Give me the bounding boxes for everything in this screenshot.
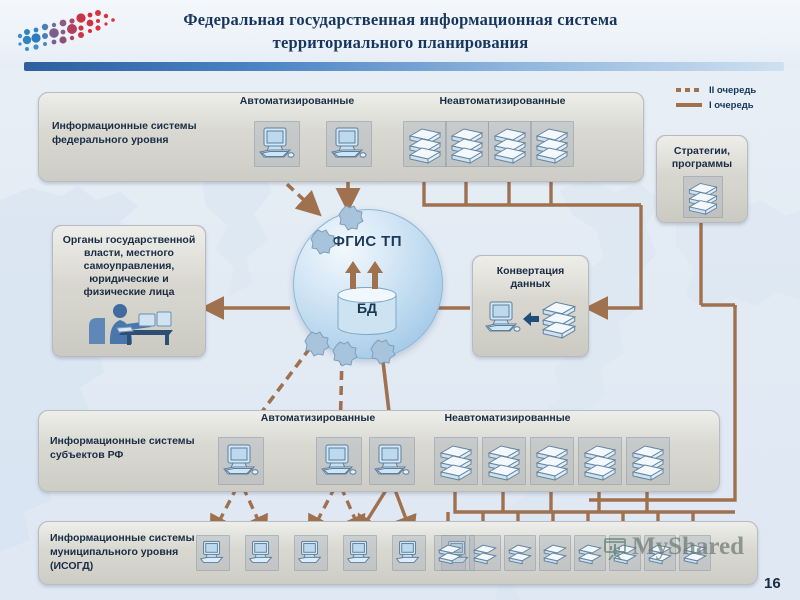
icon-tile-documents[interactable] [488, 121, 532, 167]
icon-tile-documents[interactable] [504, 535, 536, 571]
desktop-computer-icon [331, 127, 367, 158]
russia-map-dots-logo [17, 10, 115, 51]
icon-tile-documents[interactable] [530, 437, 574, 485]
sphere-connector-nodes [304, 205, 396, 367]
icon-tile-computer[interactable] [369, 437, 415, 485]
desktop-computer-icon [485, 301, 521, 332]
desktop-computer-icon [321, 444, 357, 475]
desktop-computer-icon [199, 540, 224, 563]
column-title-federal-nonautomated: Неавтоматизированные [439, 95, 566, 107]
icon-tile-documents[interactable] [445, 121, 489, 167]
document-stack-icon [472, 544, 498, 565]
card-strategies-title: Стратегии, программы [671, 145, 733, 170]
icon-tile-documents[interactable] [403, 121, 447, 167]
icon-tile-documents[interactable] [574, 535, 606, 571]
card-government-authorities[interactable]: Органы государственной власти, местного … [52, 225, 206, 357]
page-title-line1: Федеральная государственная информационн… [183, 10, 618, 29]
desktop-computer-icon [346, 540, 371, 563]
fgis-tp-title: ФГИС ТП [332, 233, 402, 250]
icon-tile-computer[interactable] [254, 121, 300, 167]
document-stack-icon [541, 301, 577, 339]
page-title: Федеральная государственная информационн… [128, 8, 673, 54]
database-upload-arrows-icon [345, 261, 383, 289]
document-stack-icon [542, 544, 568, 565]
document-stack-icon [487, 445, 521, 481]
document-stack-icon [439, 445, 473, 481]
column-title-federal-automated: Автоматизированные [239, 95, 355, 107]
desktop-computer-icon [395, 540, 420, 563]
document-stack-icon [583, 445, 617, 481]
page-title-line2: территориального планирования [272, 33, 529, 52]
panel-regional-label: Информационные системы субъектов РФ [50, 435, 195, 461]
watermark: MyShared [602, 533, 744, 561]
arrow-left-icon [523, 312, 539, 326]
database-label: БД [356, 300, 378, 316]
dashed-line-swatch-icon [676, 88, 702, 92]
desktop-computer-icon [297, 540, 322, 563]
document-stack-icon [408, 128, 442, 164]
document-stack-icon [535, 128, 569, 164]
legend: II очередь I очередь [676, 84, 796, 114]
document-stack-icon [507, 544, 533, 565]
icon-tile-documents[interactable] [434, 535, 466, 571]
document-stack-icon [682, 544, 708, 565]
desktop-computer-icon [259, 127, 295, 158]
document-stack-icon [493, 128, 527, 164]
panel-federal-label: Информационные системы федерального уров… [52, 120, 197, 146]
icon-tile-computer[interactable] [316, 437, 362, 485]
icon-tile-computer[interactable] [245, 535, 279, 571]
card-conversion-title: Конвертация данных [496, 265, 565, 290]
icon-tile-computer[interactable] [343, 535, 377, 571]
desktop-computer-icon [374, 444, 410, 475]
icon-tile-computer[interactable] [326, 121, 372, 167]
card-data-conversion[interactable]: Конвертация данных [472, 255, 589, 357]
panel-municipal-label: Информационные системы муниципального ур… [50, 532, 195, 572]
icon-tile-documents[interactable] [644, 535, 676, 571]
legend-item-phase1: I очередь [676, 99, 796, 111]
icon-tile-computer[interactable] [218, 437, 264, 485]
myshared-logo-icon [604, 538, 626, 560]
desktop-computer-icon [223, 444, 259, 475]
icon-tile-documents[interactable] [482, 437, 526, 485]
header-accent-bar [24, 62, 784, 71]
card-authorities-title: Органы государственной власти, местного … [62, 234, 196, 298]
icon-tile-documents[interactable] [539, 535, 571, 571]
icon-tile-computer[interactable] [294, 535, 328, 571]
document-stack-icon [631, 445, 665, 481]
desktop-computer-icon [248, 540, 273, 563]
header-bar [0, 0, 800, 67]
icon-tile-computer[interactable] [392, 535, 426, 571]
icon-tile-documents[interactable] [434, 437, 478, 485]
document-stack-icon [577, 544, 603, 565]
icon-tile-documents[interactable] [679, 535, 711, 571]
icon-tile-documents[interactable] [578, 437, 622, 485]
legend-label-phase2: II очередь [709, 84, 757, 96]
icon-tile-documents[interactable] [469, 535, 501, 571]
document-stack-icon [450, 128, 484, 164]
user-at-workstation-icon [89, 304, 173, 345]
document-stack-icon [688, 182, 718, 215]
database-cylinder-icon [337, 287, 397, 335]
legend-item-phase2: II очередь [676, 84, 796, 96]
document-stack-icon [535, 445, 569, 481]
page-number: 16 [764, 575, 781, 592]
icon-tile-computer[interactable] [196, 535, 230, 571]
document-stack-icon [437, 544, 463, 565]
watermark-text: MyShared [632, 533, 745, 560]
document-stack-icon [647, 544, 673, 565]
column-title-regional-automated: Автоматизированные [260, 412, 376, 424]
solid-line-swatch-icon [676, 103, 702, 107]
icon-tile-documents[interactable] [530, 121, 574, 167]
column-title-regional-nonautomated: Неавтоматизированные [444, 412, 571, 424]
card-strategies-programs[interactable]: Стратегии, программы [656, 135, 748, 223]
icon-tile-documents [683, 176, 723, 218]
legend-label-phase1: I очередь [709, 99, 754, 111]
icon-tile-documents[interactable] [626, 437, 670, 485]
